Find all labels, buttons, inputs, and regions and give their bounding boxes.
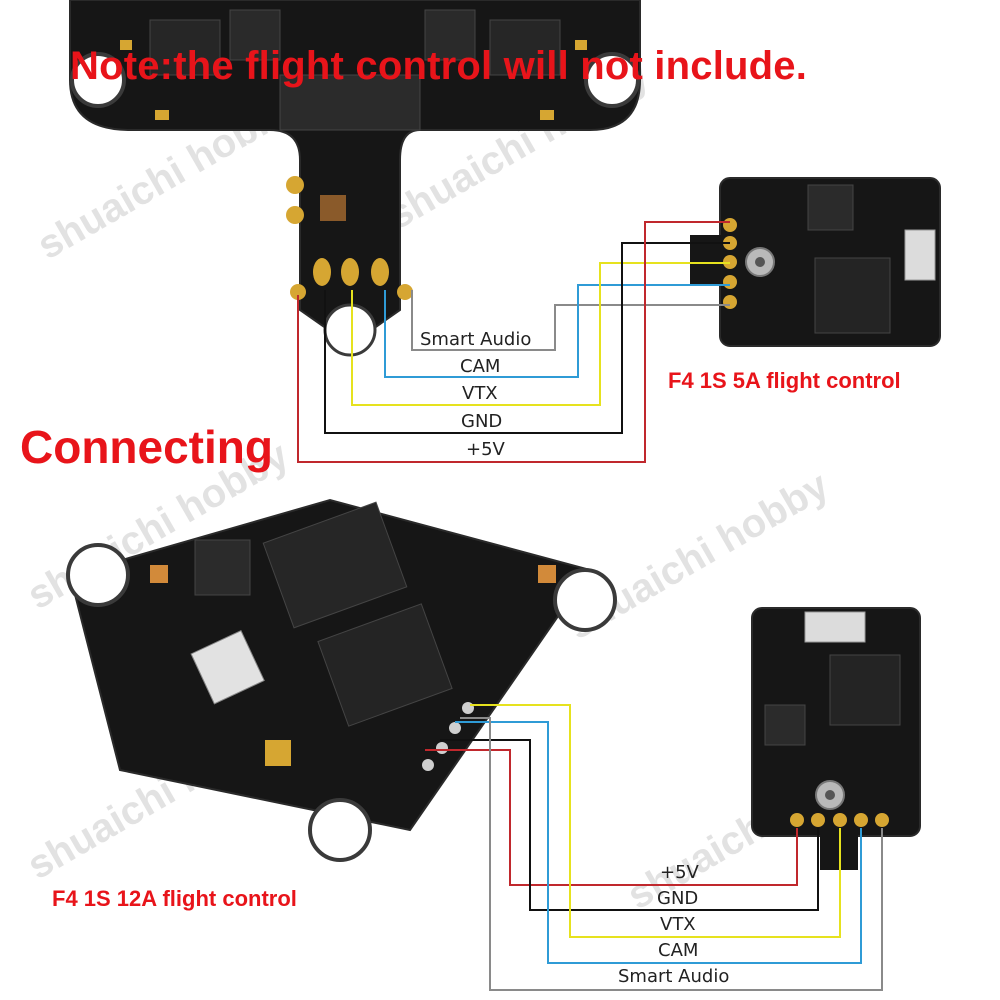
bottom-board-label: F4 1S 12A flight control xyxy=(52,886,297,911)
bottom-wire-label-gnd: GND xyxy=(657,888,699,909)
bottom-vtx-board xyxy=(751,607,921,870)
bottom-wire-label-5v: +5V xyxy=(660,862,699,883)
top-wire-label-cam: CAM xyxy=(460,356,501,377)
top-wire-label-5v: +5V xyxy=(466,439,505,460)
top-wires xyxy=(297,221,730,463)
top-wire-label-smart-audio: Smart Audio xyxy=(420,329,532,350)
page-title: Note:the flight control will not include… xyxy=(70,44,808,88)
top-flight-controller-board xyxy=(69,0,641,357)
top-board-label: F4 1S 5A flight control xyxy=(668,368,901,393)
bottom-flight-controller-board xyxy=(66,498,617,862)
top-wire-label-gnd: GND xyxy=(461,411,503,432)
top-wire-label-vtx: VTX xyxy=(462,383,498,404)
bottom-wire-label-vtx: VTX xyxy=(660,914,696,935)
bottom-wires xyxy=(425,704,883,991)
section-heading: Connecting xyxy=(20,421,273,473)
bottom-wire-label-cam: CAM xyxy=(658,940,699,961)
bottom-wire-label-smart-audio: Smart Audio xyxy=(618,966,730,987)
